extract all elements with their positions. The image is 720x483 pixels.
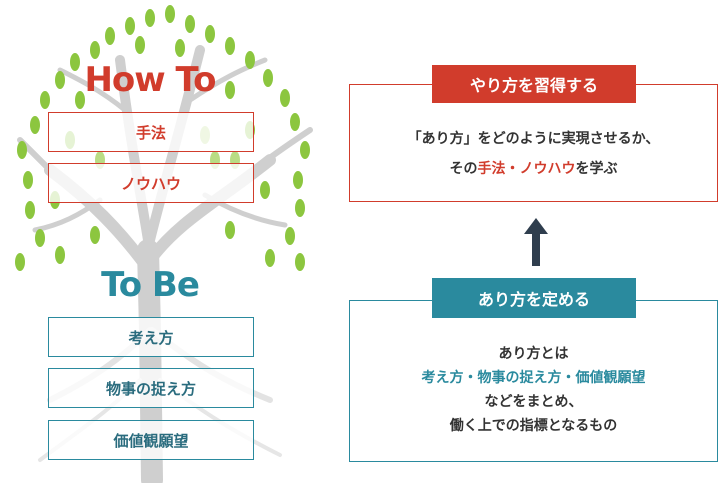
tobe-description-line1: あり方とは bbox=[498, 346, 569, 362]
howto-description-line2: その手法・ノウハウを学ぶ bbox=[349, 158, 718, 178]
tobe-description-line3: などをまとめ、 bbox=[484, 394, 583, 410]
howto-line2-suffix: を学ぶ bbox=[575, 161, 618, 177]
howto-line2-highlight: 手法・ノウハウ bbox=[477, 161, 576, 177]
tobe-description-line2: 考え方・物事の捉え方・価値観願望 bbox=[421, 370, 646, 386]
tobe-description-box bbox=[349, 300, 718, 462]
tobe-item-values: 価値観願望 bbox=[48, 420, 254, 460]
tobe-description-line4: 働く上での指標となるもの bbox=[449, 418, 618, 434]
howto-title: How To bbox=[84, 60, 216, 100]
tobe-item-thinking: 考え方 bbox=[48, 317, 254, 357]
howto-tag: やり方を習得する bbox=[432, 65, 636, 103]
tree-leaves bbox=[15, 5, 310, 271]
tobe-title: To Be bbox=[101, 265, 200, 305]
howto-line2-prefix: その bbox=[449, 161, 478, 177]
tobe-tag: あり方を定める bbox=[432, 278, 636, 318]
up-arrow-icon bbox=[524, 218, 548, 266]
howto-description-box bbox=[349, 84, 718, 202]
tobe-item-perspective: 物事の捉え方 bbox=[48, 368, 254, 408]
howto-item-technique: 手法 bbox=[48, 112, 254, 152]
howto-item-knowhow: ノウハウ bbox=[48, 163, 254, 203]
howto-description-line1: 「あり方」をどのように実現させるか、 bbox=[407, 131, 660, 147]
